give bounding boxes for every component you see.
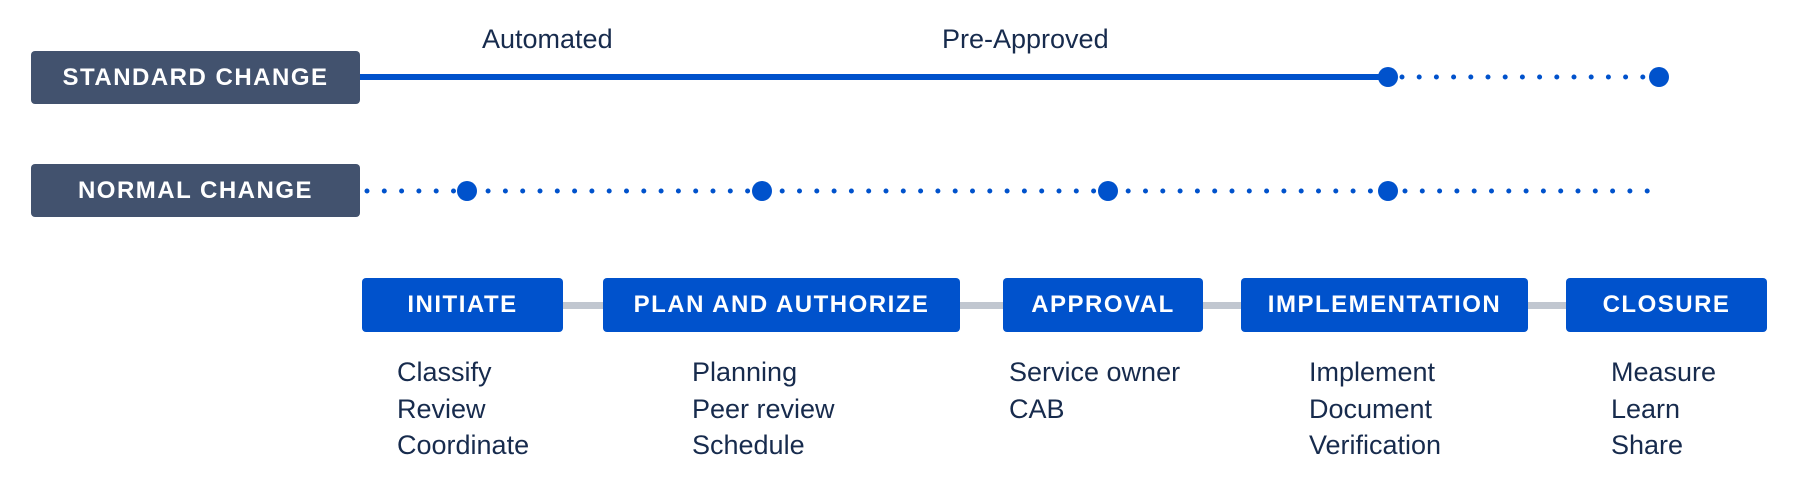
step-item: Document (1309, 393, 1433, 424)
step-item: CAB (1009, 393, 1065, 424)
normal-track-node (752, 181, 772, 201)
normal-track-node (457, 181, 477, 201)
step-item: Share (1611, 430, 1684, 460)
step-item: Schedule (692, 430, 805, 460)
standard-track-end-node (1649, 67, 1669, 87)
normal-track-node (1098, 181, 1118, 201)
pre-approved-label: Pre-Approved (942, 24, 1109, 54)
step-item: Planning (692, 357, 798, 387)
phase-approval: APPROVAL (1003, 278, 1203, 332)
phase-closure: CLOSURE (1566, 278, 1767, 332)
step-item: Classify (397, 357, 492, 387)
phase-initiate: INITIATE (362, 278, 563, 332)
standard-change-badge: STANDARD CHANGE (31, 51, 360, 104)
approval-steps: Service owner CAB (1009, 354, 1180, 427)
step-item: Coordinate (397, 430, 530, 460)
step-item: Review (397, 393, 486, 424)
phase-plan-and-authorize: PLAN AND AUTHORIZE (603, 278, 960, 332)
normal-change-badge: NORMAL CHANGE (31, 164, 360, 217)
phase-connector (1203, 302, 1241, 309)
implementation-steps: Implement Document Verification (1309, 354, 1441, 464)
step-item: Measure (1611, 357, 1717, 387)
plan-and-authorize-steps: Planning Peer review Schedule (692, 354, 835, 464)
step-item: Service owner (1009, 357, 1181, 387)
closure-steps: Measure Learn Share (1611, 354, 1716, 464)
step-item: Implement (1309, 357, 1436, 387)
step-item: Verification (1309, 430, 1442, 460)
step-item: Peer review (692, 393, 835, 424)
phase-connector (1528, 302, 1566, 309)
normal-track-node (1378, 181, 1398, 201)
phase-connector (960, 302, 1003, 309)
standard-track-node (1378, 67, 1398, 87)
phase-connector (563, 302, 603, 309)
phase-implementation: IMPLEMENTATION (1241, 278, 1528, 332)
automated-label: Automated (482, 24, 613, 54)
initiate-steps: Classify Review Coordinate (397, 354, 529, 464)
step-item: Learn (1611, 393, 1681, 424)
